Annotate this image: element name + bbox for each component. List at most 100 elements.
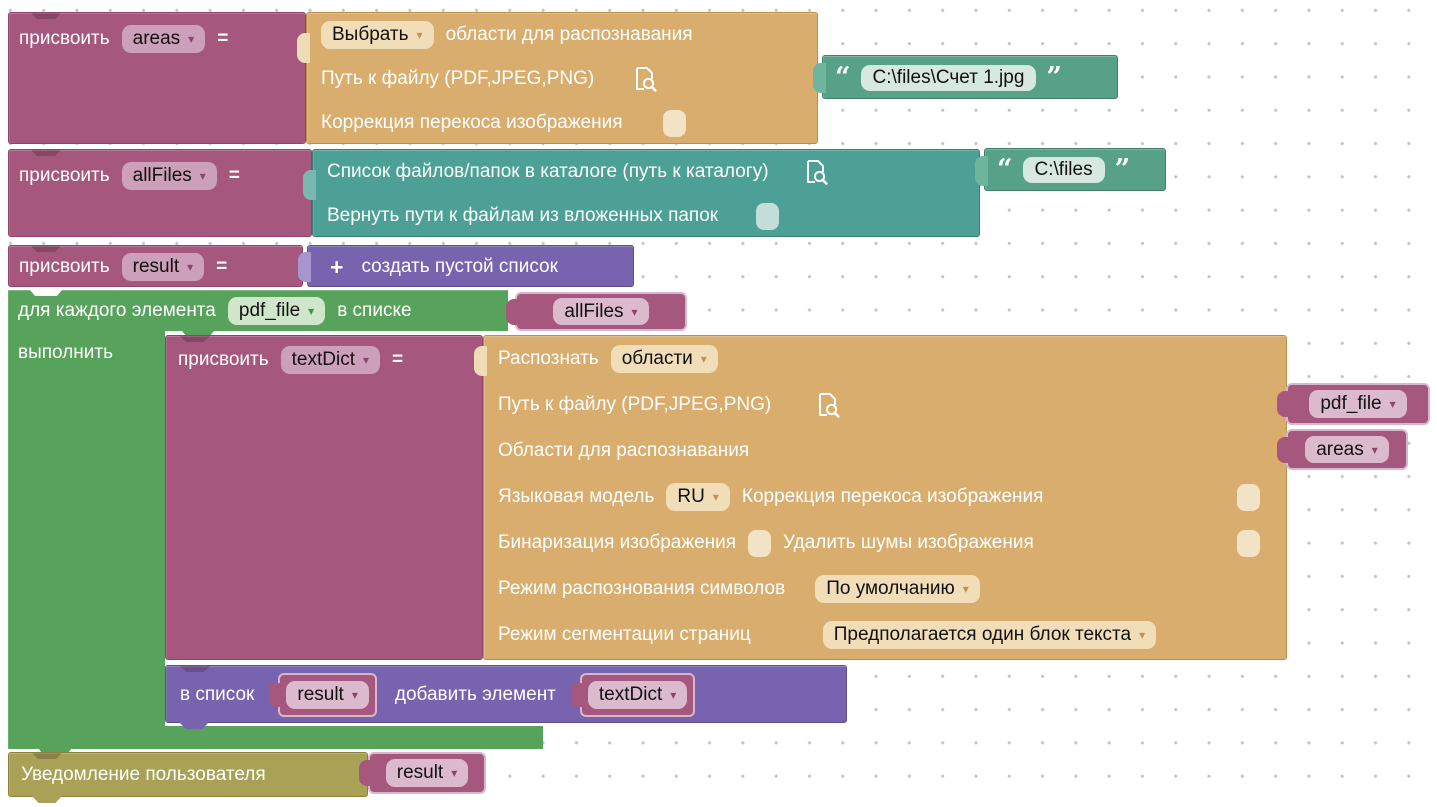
value-connector-tab — [303, 170, 316, 200]
add-item-label: добавить элемент — [394, 684, 556, 705]
create-empty-list-block[interactable]: + создать пустой список — [298, 245, 634, 287]
string-file-path-block[interactable]: “ C:\files\Счет 1.jpg ” — [813, 55, 1118, 99]
recognize-title: Распознать — [498, 348, 599, 369]
areas-label: Области для распознавания — [498, 440, 750, 461]
recognize-areas-block[interactable]: Распознать области▾ Путь к файлу (PDF,JP… — [474, 335, 1287, 660]
equals-label: = — [217, 28, 229, 49]
block-notch — [31, 246, 61, 252]
file-search-icon[interactable] — [803, 158, 829, 186]
in-list-label: в списке — [337, 300, 412, 321]
chevron-down-icon: ▾ — [363, 353, 370, 367]
set-variable-areas-block[interactable]: присвоить areas▾ = — [8, 12, 306, 144]
skew-correction-checkbox[interactable] — [1237, 483, 1260, 511]
file-path-label: Путь к файлу (PDF,JPEG,PNG) — [321, 68, 595, 89]
set-variable-allfiles-block[interactable]: присвоить allFiles▾ = — [8, 149, 312, 237]
recursive-label: Вернуть пути к файлам из вложенных папок — [327, 205, 719, 226]
set-variable-textdict-block[interactable]: присвоить textDict▾ = — [165, 335, 483, 660]
plus-icon: + — [330, 253, 344, 280]
create-list-label: создать пустой список — [361, 256, 558, 277]
variable-dropdown-areas[interactable]: areas▾ — [121, 25, 206, 53]
recursive-checkbox[interactable] — [756, 202, 780, 230]
equals-label: = — [228, 165, 240, 186]
variable-dropdown-areas[interactable]: areas▾ — [1305, 435, 1389, 464]
value-connector-tab — [298, 252, 311, 282]
binarization-label: Бинаризация изображения — [498, 532, 737, 553]
variable-result-block[interactable]: result▾ — [368, 752, 486, 794]
block-notch — [31, 150, 61, 156]
chevron-down-icon: ▾ — [712, 490, 719, 504]
variable-dropdown-pdffile[interactable]: pdf_file▾ — [1309, 390, 1407, 418]
block-notch — [180, 666, 210, 672]
variable-result-block[interactable]: result▾ — [278, 673, 377, 717]
close-quote-icon: ” — [1046, 61, 1062, 93]
directory-path-input[interactable]: C:\files — [1022, 157, 1105, 183]
chevron-down-icon: ▾ — [187, 260, 194, 274]
block-bottom-tab — [32, 796, 62, 803]
page-segmentation-label: Режим сегментации страниц — [498, 624, 751, 645]
list-files-title: Список файлов/папок в каталоге (путь к к… — [327, 161, 769, 182]
chevron-down-icon: ▾ — [351, 688, 358, 702]
chevron-down-icon: ▾ — [670, 688, 677, 702]
variable-allfiles-block[interactable]: allFiles▾ — [515, 292, 687, 331]
select-recognition-areas-block[interactable]: Выбрать▾ области для распознавания Путь … — [297, 12, 818, 144]
block-notch — [31, 13, 61, 19]
variable-dropdown-allfiles[interactable]: allFiles▾ — [121, 162, 217, 190]
chevron-down-icon: ▾ — [700, 352, 707, 366]
variable-dropdown-result[interactable]: result▾ — [286, 681, 369, 709]
file-path-label: Путь к файлу (PDF,JPEG,PNG) — [498, 394, 772, 415]
equals-label: = — [216, 256, 228, 277]
variable-areas-block[interactable]: areas▾ — [1286, 429, 1408, 470]
chevron-down-icon: ▾ — [188, 32, 195, 46]
skew-correction-label: Коррекция перекоса изображения — [321, 112, 623, 133]
iterator-dropdown[interactable]: pdf_file▾ — [227, 297, 326, 325]
assign-label: присвоить — [19, 165, 110, 186]
set-variable-result-block[interactable]: присвоить result▾ = — [8, 245, 303, 287]
variable-textdict-block[interactable]: textDict▾ — [579, 673, 696, 717]
open-quote-icon: “ — [835, 61, 851, 93]
block-notch — [32, 753, 62, 759]
assign-label: присвоить — [19, 28, 110, 49]
to-list-label: в список — [180, 684, 255, 705]
block-notch — [180, 336, 210, 342]
chevron-down-icon: ▾ — [1139, 628, 1146, 642]
chevron-down-icon: ▾ — [416, 28, 423, 42]
chevron-down-icon: ▾ — [308, 304, 315, 318]
variable-dropdown-allfiles[interactable]: allFiles▾ — [553, 297, 649, 326]
user-notification-block[interactable]: Уведомление пользователя — [8, 752, 368, 803]
file-path-input[interactable]: C:\files\Счет 1.jpg — [860, 65, 1037, 91]
string-directory-path-block[interactable]: “ C:\files ” — [975, 148, 1166, 191]
list-files-in-directory-block[interactable]: Список файлов/папок в каталоге (путь к к… — [303, 149, 980, 237]
denoise-label: Удалить шумы изображения — [783, 532, 1034, 553]
binarization-checkbox[interactable] — [748, 529, 772, 557]
file-search-icon[interactable] — [815, 391, 841, 419]
notification-label: Уведомление пользователя — [21, 764, 266, 785]
chevron-down-icon: ▾ — [199, 169, 206, 183]
chevron-down-icon: ▾ — [1389, 397, 1396, 411]
variable-dropdown-result[interactable]: result▾ — [385, 759, 469, 787]
recognize-mode-dropdown[interactable]: области▾ — [610, 345, 718, 373]
action-dropdown[interactable]: Выбрать▾ — [321, 21, 434, 49]
page-segmentation-dropdown[interactable]: Предполагается один блок текста▾ — [822, 621, 1157, 649]
chevron-down-icon: ▾ — [631, 304, 638, 319]
value-connector-tab — [297, 33, 310, 63]
file-search-icon[interactable] — [632, 65, 658, 93]
assign-label: присвоить — [178, 349, 269, 370]
language-model-label: Языковая модель — [498, 486, 655, 507]
equals-label: = — [392, 349, 404, 370]
language-dropdown[interactable]: RU▾ — [666, 483, 730, 511]
variable-dropdown-textdict[interactable]: textDict▾ — [280, 346, 381, 374]
variable-dropdown-textdict[interactable]: textDict▾ — [587, 681, 688, 709]
append-to-list-block[interactable]: в список result▾ добавить элемент textDi… — [165, 665, 847, 729]
denoise-checkbox[interactable] — [1237, 529, 1260, 557]
char-recognition-mode-label: Режим распознования символов — [498, 578, 786, 599]
variable-dropdown-result[interactable]: result▾ — [121, 253, 205, 281]
assign-label: присвоить — [19, 256, 110, 277]
variable-pdffile-block[interactable]: pdf_file▾ — [1286, 383, 1430, 425]
skew-correction-label: Коррекция перекоса изображения — [741, 486, 1044, 507]
chevron-down-icon: ▾ — [962, 582, 969, 596]
char-recognition-mode-dropdown[interactable]: По умолчанию▾ — [815, 575, 980, 603]
chevron-down-icon: ▾ — [451, 766, 458, 780]
value-connector-tab — [813, 63, 826, 93]
skew-correction-checkbox[interactable] — [662, 109, 686, 137]
